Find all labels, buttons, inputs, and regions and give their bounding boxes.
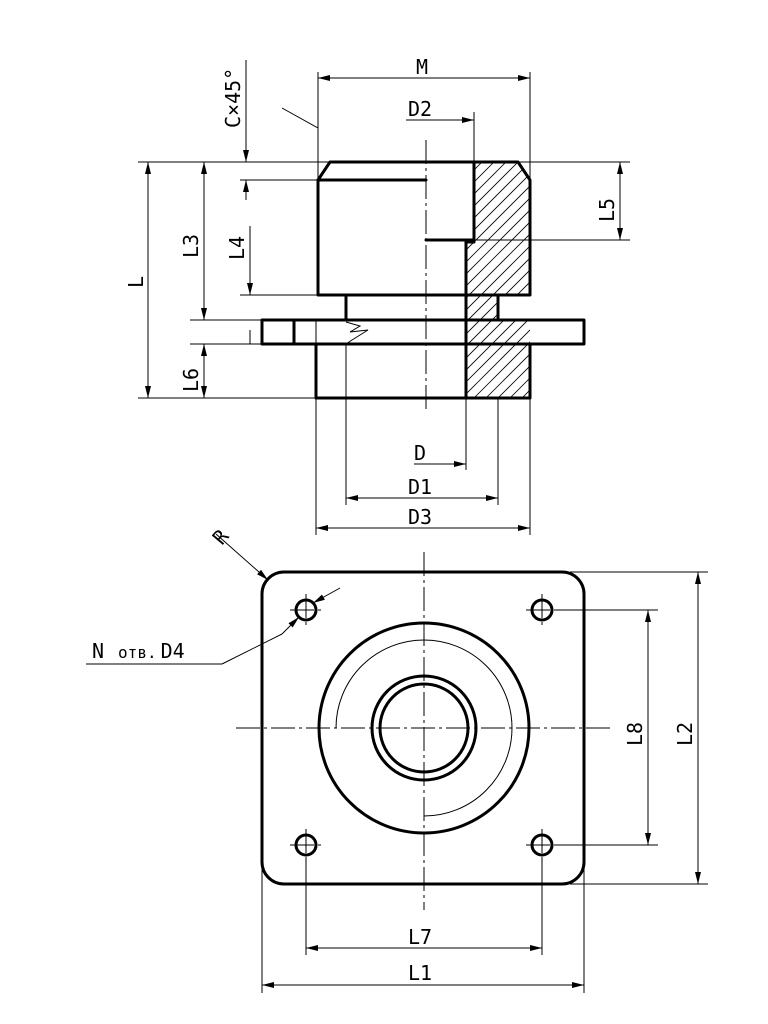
- hatch-line: [466, 162, 530, 398]
- hatch-line: [716, 140, 768, 420]
- hatch-line: [466, 162, 481, 398]
- plan-view: R N отв. D4 L7 L1 L8 L2: [86, 524, 708, 993]
- hatch-line: [466, 162, 530, 398]
- hatch-line: [164, 140, 444, 420]
- label-l6: L6: [179, 368, 203, 392]
- hatch-line: [632, 140, 768, 420]
- label-l5: L5: [595, 198, 619, 222]
- label-d2: D2: [408, 97, 432, 121]
- lower-spigot-outline: [314, 342, 532, 400]
- hatch-line: [536, 140, 768, 420]
- hatch-line: [466, 162, 530, 398]
- hatch-line: [764, 140, 768, 420]
- hatch-line: [466, 162, 530, 398]
- hatch-line: [499, 162, 530, 398]
- hatch-line: [466, 162, 530, 398]
- break-line: [345, 321, 369, 345]
- label-holes-size: D4: [161, 639, 185, 663]
- label-l: L: [124, 276, 148, 288]
- radius-leader: [215, 533, 269, 581]
- flange-outline: [260, 318, 586, 346]
- label-l2: L2: [673, 722, 697, 746]
- hatch-line: [596, 140, 768, 420]
- hatch-line: [466, 162, 530, 398]
- label-d1: D1: [408, 475, 432, 499]
- label-holes: N отв. D4: [92, 639, 185, 663]
- hatch-line: [466, 162, 529, 398]
- hatch-line: [466, 162, 530, 398]
- label-r: R: [207, 524, 234, 549]
- label-l7: L7: [408, 925, 432, 949]
- hatch-line: [740, 140, 768, 420]
- hatch-line: [668, 140, 768, 420]
- hatch-line: [466, 162, 530, 398]
- label-l4: L4: [225, 236, 249, 260]
- hatch-line: [466, 162, 530, 398]
- hatch-line: [704, 140, 768, 420]
- hatch-line: [466, 162, 530, 398]
- label-holes-n: N: [92, 639, 104, 663]
- label-d: D: [414, 441, 426, 465]
- hatch-line: [466, 162, 530, 398]
- hole-leader: [221, 633, 283, 665]
- hatch-line: [548, 140, 768, 420]
- label-l3: L3: [179, 234, 203, 258]
- hatch-line: [644, 140, 768, 420]
- hatch-line: [608, 140, 768, 420]
- section-view: M D2 C×45° L L3 L4 L5 L6 D D1 D3: [124, 55, 768, 535]
- chamfer-leader: [281, 107, 319, 180]
- label-m: M: [416, 55, 428, 79]
- hatch-line: [466, 162, 530, 398]
- hatch-line: [584, 140, 768, 420]
- label-l1: L1: [408, 961, 432, 985]
- hatch-line: [475, 162, 530, 398]
- hatch-line: [466, 162, 505, 398]
- hex-arc: [335, 639, 513, 817]
- hatch-line: [620, 140, 768, 420]
- hatch-line: [466, 162, 530, 398]
- hatch-line: [466, 162, 530, 398]
- plate-outline: [260, 570, 586, 886]
- hatch-line: [560, 140, 768, 420]
- hatch-line: [511, 162, 530, 398]
- hole-dim-arrow: [281, 616, 300, 635]
- hole-dim-arrow-2: [312, 587, 341, 604]
- hatch-line: [656, 140, 768, 420]
- hatch-line: [466, 162, 493, 398]
- hatch-line: [466, 162, 530, 398]
- label-d3: D3: [408, 505, 432, 529]
- label-holes-word: отв.: [118, 643, 157, 662]
- hatch-line: [466, 162, 530, 398]
- hatch-line: [680, 140, 768, 420]
- hatch-line: [728, 140, 768, 420]
- hatch-line: [692, 140, 768, 420]
- bore-outline: [464, 160, 476, 400]
- hatch-line: [752, 140, 768, 420]
- hatch-line: [466, 162, 530, 398]
- section-hatching: [164, 140, 768, 420]
- label-chamfer: C×45°: [221, 68, 245, 128]
- hatch-line: [523, 162, 530, 398]
- hatch-line: [572, 140, 768, 420]
- hatch-line: [466, 162, 530, 398]
- label-l8: L8: [623, 722, 647, 746]
